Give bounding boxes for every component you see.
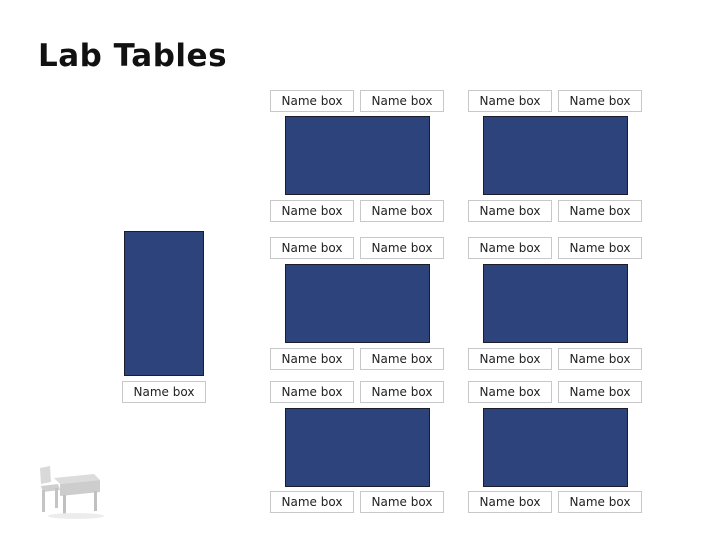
- name-box[interactable]: Name box: [122, 381, 206, 403]
- school-desk-icon: [40, 466, 104, 519]
- name-box[interactable]: Name box: [360, 237, 444, 259]
- name-box[interactable]: Name box: [270, 491, 354, 513]
- lab-table-r3-c1: [285, 408, 430, 487]
- name-box[interactable]: Name box: [558, 491, 642, 513]
- name-box[interactable]: Name box: [270, 348, 354, 370]
- name-box[interactable]: Name box: [558, 200, 642, 222]
- lab-table-r2-c1: [285, 264, 430, 343]
- name-box[interactable]: Name box: [360, 491, 444, 513]
- name-box[interactable]: Name box: [468, 200, 552, 222]
- name-box[interactable]: Name box: [558, 381, 642, 403]
- name-box[interactable]: Name box: [360, 381, 444, 403]
- name-box[interactable]: Name box: [558, 90, 642, 112]
- name-box[interactable]: Name box: [360, 200, 444, 222]
- name-box[interactable]: Name box: [360, 348, 444, 370]
- lab-table-left: [124, 231, 204, 376]
- name-box[interactable]: Name box: [270, 381, 354, 403]
- name-box[interactable]: Name box: [270, 90, 354, 112]
- name-box[interactable]: Name box: [558, 348, 642, 370]
- name-box[interactable]: Name box: [468, 90, 552, 112]
- lab-table-r1-c1: [285, 116, 430, 195]
- name-box[interactable]: Name box: [270, 237, 354, 259]
- name-box[interactable]: Name box: [468, 491, 552, 513]
- lab-table-r1-c2: [483, 116, 628, 195]
- lab-table-r2-c2: [483, 264, 628, 343]
- name-box[interactable]: Name box: [468, 348, 552, 370]
- lab-table-r3-c2: [483, 408, 628, 487]
- name-box[interactable]: Name box: [558, 237, 642, 259]
- name-box[interactable]: Name box: [360, 90, 444, 112]
- name-box[interactable]: Name box: [270, 200, 354, 222]
- page-title: Lab Tables: [38, 38, 228, 74]
- name-box[interactable]: Name box: [468, 237, 552, 259]
- name-box[interactable]: Name box: [468, 381, 552, 403]
